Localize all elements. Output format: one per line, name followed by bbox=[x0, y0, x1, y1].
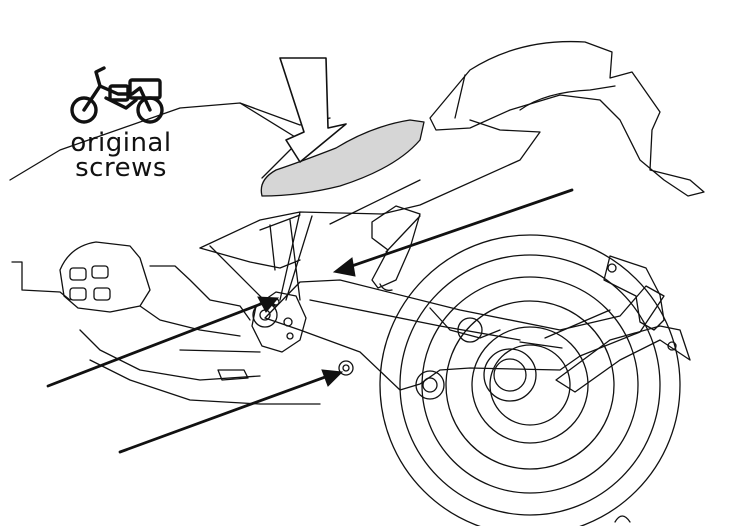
rear-hugger-rail bbox=[555, 255, 691, 393]
seat-pointer-arrow bbox=[279, 57, 347, 163]
rear-wheel bbox=[379, 234, 681, 526]
callout-arrow-lower bbox=[118, 369, 344, 454]
badge-label-line2: screws bbox=[75, 153, 167, 183]
badge-label-line1: original bbox=[70, 128, 172, 158]
adventure-motorcycle-with-luggage-icon bbox=[70, 66, 164, 124]
tail-bodywork bbox=[429, 40, 705, 197]
engine-and-footpegs bbox=[59, 241, 321, 405]
callout-arrow-upper bbox=[332, 188, 574, 277]
rear-shock bbox=[371, 205, 421, 292]
callout-arrow-middle bbox=[46, 296, 280, 388]
original-screws-badge: original screws bbox=[56, 64, 188, 184]
original-screw-lower bbox=[338, 360, 354, 376]
screw-callout-arrows bbox=[46, 188, 574, 454]
swingarm bbox=[264, 279, 665, 400]
seat bbox=[260, 119, 425, 197]
